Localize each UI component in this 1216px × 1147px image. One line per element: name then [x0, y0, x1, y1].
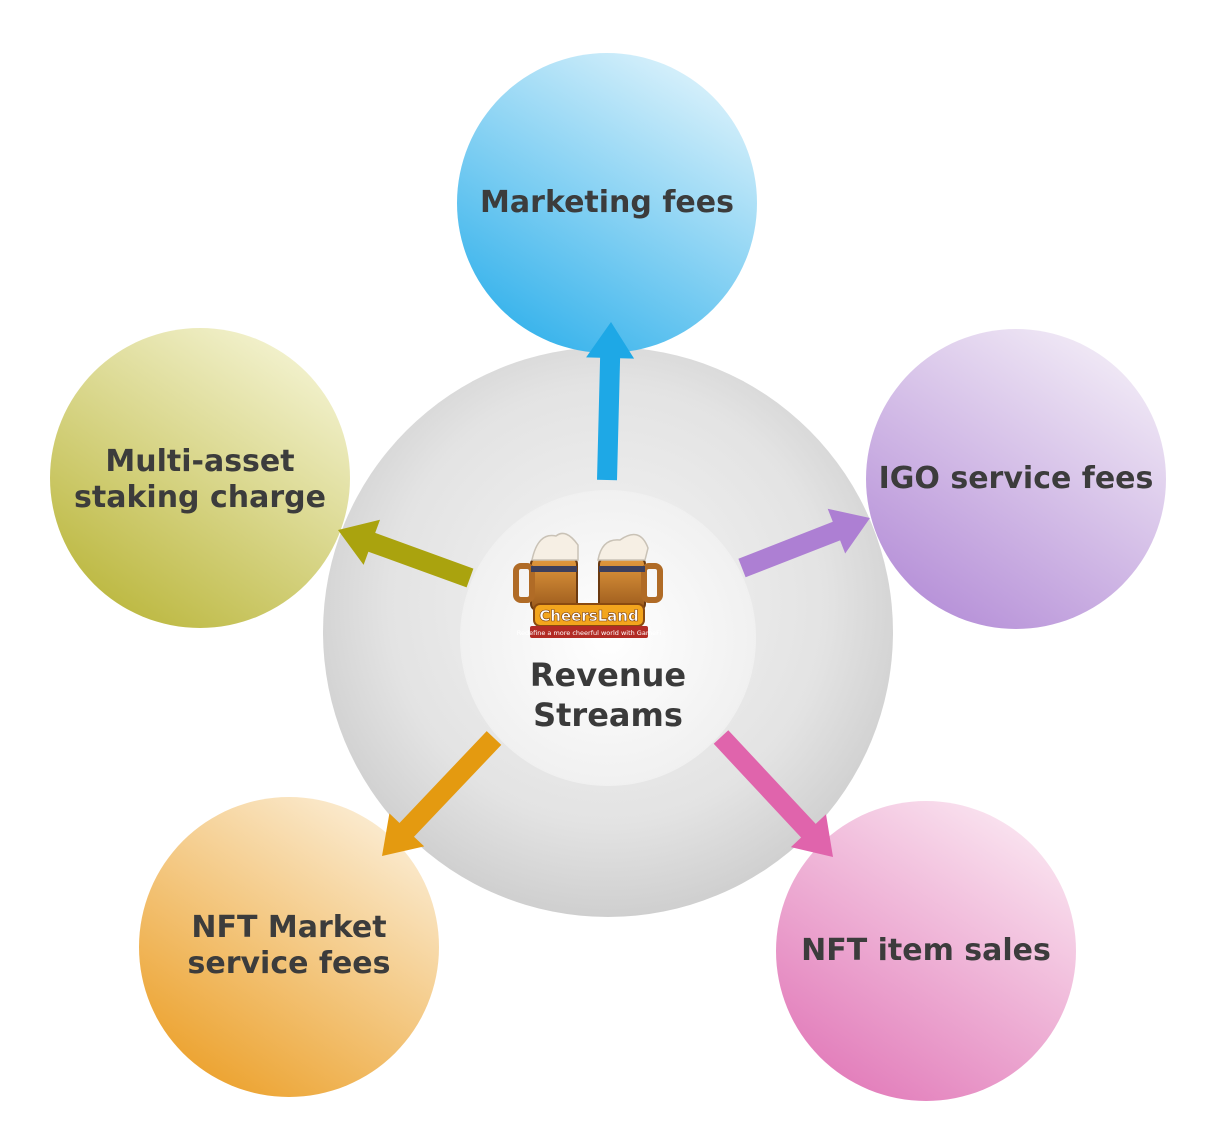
node-label-line1: Multi-asset: [105, 444, 295, 479]
node-multi-asset-staking-charge: Multi-asset staking charge: [60, 440, 340, 520]
igo-service-fees-circle: [866, 329, 1166, 629]
arrow-igo: [738, 508, 870, 578]
marketing-fees-circle: [457, 53, 757, 353]
node-label-line1: Marketing fees: [480, 185, 734, 220]
arrow-nft-item: [713, 730, 833, 857]
node-nft-item-sales: NFT item sales: [786, 921, 1066, 981]
hub-title-line1: Revenue: [529, 656, 687, 694]
logo-wordmark: CheersLand: [539, 607, 638, 625]
nft-market-service-fees-circle: [139, 797, 439, 1097]
node-marketing-fees: Marketing fees: [457, 173, 757, 233]
arrow-staking: [338, 519, 474, 588]
node-nft-market-service-fees: NFT Market service fees: [149, 906, 429, 986]
multi-asset-staking-circle: [50, 328, 350, 628]
hub-title: Revenue Streams: [488, 650, 728, 740]
beer-mug-icon: [513, 532, 663, 611]
node-igo-service-fees: IGO service fees: [876, 449, 1156, 509]
cheersland-logo: [513, 532, 663, 638]
node-label-line1: IGO service fees: [878, 461, 1154, 496]
arrow-nft-market: [382, 731, 502, 856]
logo-tagline: Redefine a more cheerful world with Game…: [517, 629, 662, 637]
nft-item-sales-circle: [776, 801, 1076, 1101]
node-label-line1: NFT Market: [191, 910, 387, 945]
node-label-line2: staking charge: [74, 480, 326, 515]
hub-title-line2: Streams: [533, 696, 683, 734]
node-label-line2: service fees: [187, 946, 391, 981]
arrow-marketing: [586, 322, 635, 481]
node-label-line1: NFT item sales: [801, 933, 1051, 968]
